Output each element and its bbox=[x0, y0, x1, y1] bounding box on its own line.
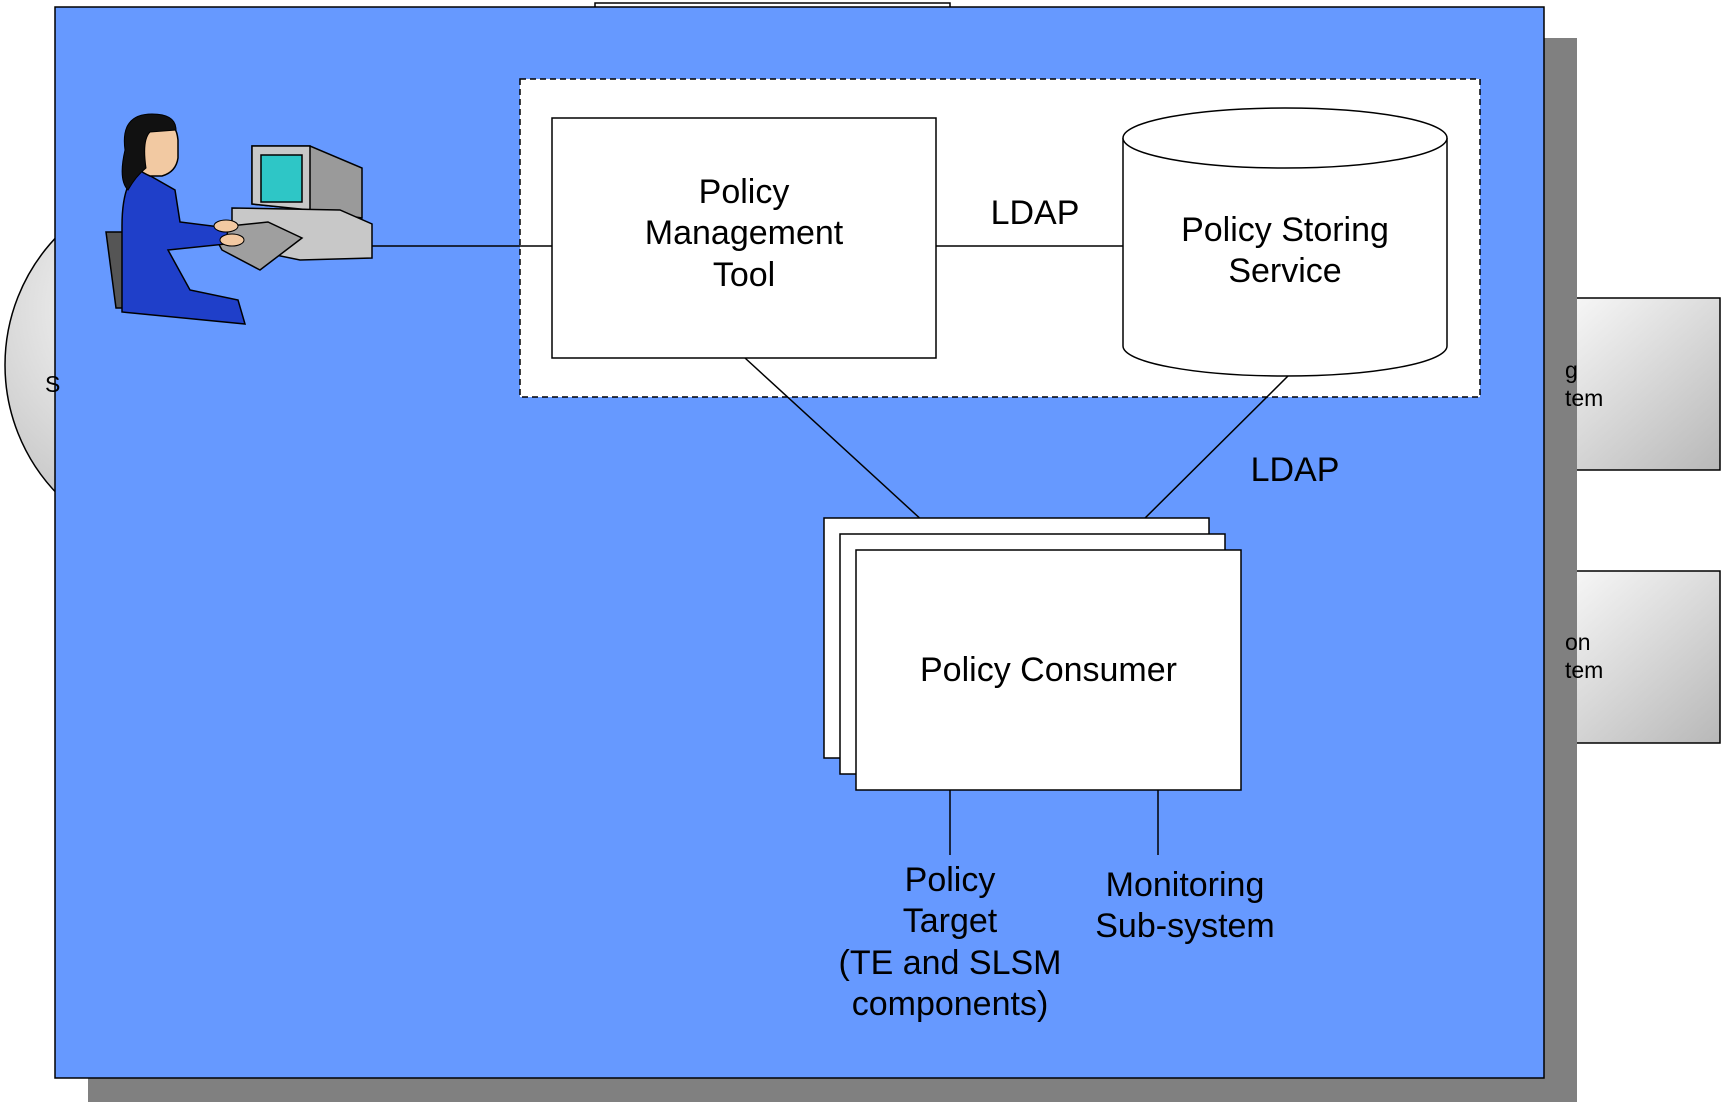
person-at-computer-icon bbox=[105, 113, 373, 325]
policy-storing-service-top bbox=[1122, 107, 1448, 169]
policy-consumer-label: Policy Consumer bbox=[920, 651, 1177, 689]
policy-storing-service-label: Policy Storing Service bbox=[1181, 211, 1389, 291]
policy-target-label: Policy Target (TE and SLSM components) bbox=[838, 861, 1062, 1024]
background-oval-label: S bbox=[45, 371, 61, 397]
connector-tool-consumer bbox=[744, 357, 938, 535]
monitoring-subsystem-label: Monitoring Sub-system bbox=[1095, 866, 1275, 946]
background-box-2-label: on tem bbox=[1565, 629, 1604, 684]
ldap-right-label: LDAP bbox=[1250, 451, 1340, 489]
connector-storing-consumer bbox=[1128, 375, 1289, 535]
policy-consumer-box bbox=[855, 549, 1242, 791]
policy-storing-service-cylinder bbox=[1122, 138, 1448, 377]
ldap-top-label: LDAP bbox=[990, 194, 1080, 232]
policy-management-tool-box bbox=[551, 117, 937, 359]
background-box-1-label: g tem bbox=[1565, 357, 1604, 412]
policy-management-tool-label: Policy Management Tool bbox=[644, 173, 844, 294]
